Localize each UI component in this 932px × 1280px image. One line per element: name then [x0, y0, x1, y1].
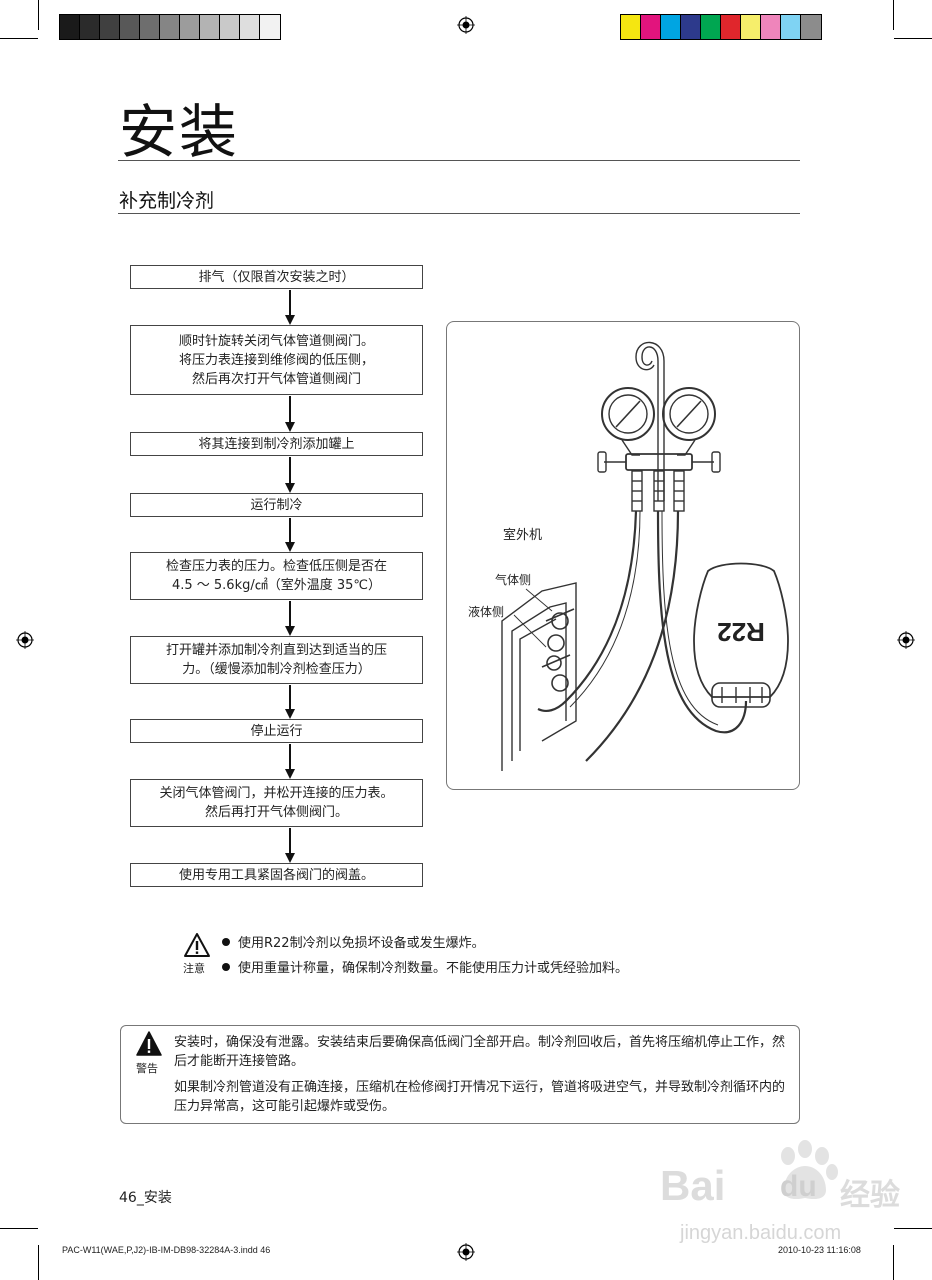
grayscale-calibration-bar [59, 14, 281, 40]
section-rule [118, 213, 800, 214]
watermark-brand: Bai [660, 1162, 726, 1209]
caution-item-text: 使用重量计称量，确保制冷剂数量。不能使用压力计或凭经验加料。 [238, 961, 629, 976]
print-timestamp: 2010-10-23 11:16:08 [778, 1245, 861, 1255]
caution-item: 使用重量计称量，确保制冷剂数量。不能使用压力计或凭经验加料。 [222, 960, 628, 978]
page-number: 46_安装 [119, 1190, 172, 1206]
flow-step-text: 使用专用工具紧固各阀门的阀盖。 [178, 867, 374, 883]
baidu-watermark: Bai du 经验 jingyan.baidu.com [660, 1140, 920, 1260]
flow-step-text: 检查压力表的压力。检查低压侧是否在 [165, 559, 387, 574]
page-title: 安装 [119, 98, 240, 166]
calibration-swatch [701, 15, 721, 39]
liquid-side-label: 液体侧 [468, 605, 505, 619]
tank-label: R22 [717, 617, 765, 647]
file-slug: PAC-W11(WAE,P,J2)-IB-IM-DB98-32284A-3.in… [62, 1245, 271, 1255]
calibration-swatch [721, 15, 741, 39]
calibration-swatch [761, 15, 781, 39]
flow-step: 打开罐并添加制冷剂直到达到适当的压 力。（缓慢添加制冷剂检查压力） [130, 636, 423, 684]
flow-step: 关闭气体管阀门，并松开连接的压力表。 然后再打开气体侧阀门。 [130, 779, 423, 827]
caution-triangle-icon [184, 933, 210, 957]
flow-step-text: 关闭气体管阀门，并松开连接的压力表。 [159, 786, 394, 801]
warning-paragraph: 安装时，确保没有泄露。安装结束后要确保高低阀门全部开启。制冷剂回收后，首先将压缩… [174, 1035, 786, 1069]
calibration-swatch [621, 15, 641, 39]
calibration-swatch [80, 15, 100, 39]
flow-arrow [285, 685, 295, 719]
calibration-swatch [60, 15, 80, 39]
flow-step-text: 排气（仅限首次安装之时） [198, 269, 355, 285]
flow-arrow [285, 601, 295, 636]
calibration-swatch [781, 15, 801, 39]
manifold-gauge-illustration [446, 321, 800, 790]
flow-arrow [285, 457, 295, 493]
refrigerant-charging-drawing: R22 [501, 341, 789, 771]
flow-arrow [285, 518, 295, 552]
flow-step: 排气（仅限首次安装之时） [130, 265, 423, 289]
flow-step-text: 力。（缓慢添加制冷剂检查压力） [182, 662, 371, 677]
caution-label: 注意 [183, 962, 205, 975]
flow-step-text: 将压力表连接到维修阀的低压侧， [178, 352, 374, 368]
title-rule [118, 160, 800, 161]
calibration-swatch [160, 15, 180, 39]
warning-box [120, 1025, 800, 1124]
flow-step-text: 顺时针旋转关闭气体管道侧阀门。 [178, 333, 374, 349]
registration-mark-bottom [457, 1243, 475, 1261]
watermark-brand-du: du [780, 1170, 817, 1203]
calibration-swatch [661, 15, 681, 39]
caution-item: 使用R22制冷剂以免损坏设备或发生爆炸。 [222, 935, 485, 953]
flow-step-text: 然后再打开气体侧阀门。 [204, 805, 348, 820]
calibration-swatch [741, 15, 761, 39]
caution-item-text: 使用R22制冷剂以免损坏设备或发生爆炸。 [238, 936, 485, 951]
calibration-swatch [120, 15, 140, 39]
bullet-icon [222, 938, 230, 946]
flow-step: 顺时针旋转关闭气体管道侧阀门。 将压力表连接到维修阀的低压侧， 然后再次打开气体… [130, 325, 423, 395]
outdoor-unit-label: 室外机 [503, 528, 543, 543]
watermark-brand-cn: 经验 [840, 1179, 900, 1212]
calibration-swatch [681, 15, 701, 39]
calibration-swatch [240, 15, 260, 39]
flow-step-text: 4.5 ～ 5.6kg/㎠（室外温度 35℃） [171, 578, 382, 593]
flow-arrow [285, 290, 295, 325]
calibration-swatch [180, 15, 200, 39]
flow-step: 运行制冷 [130, 493, 423, 517]
registration-mark-left [16, 631, 34, 649]
flow-step-text: 停止运行 [250, 723, 303, 739]
flow-step-text: 将其连接到制冷剂添加罐上 [198, 436, 355, 452]
calibration-swatch [100, 15, 120, 39]
flow-step: 使用专用工具紧固各阀门的阀盖。 [130, 863, 423, 887]
calibration-swatch [220, 15, 240, 39]
calibration-swatch [641, 15, 661, 39]
flow-step: 检查压力表的压力。检查低压侧是否在 4.5 ～ 5.6kg/㎠（室外温度 35℃… [130, 552, 423, 600]
calibration-swatch [801, 15, 821, 39]
flow-step: 将其连接到制冷剂添加罐上 [130, 432, 423, 456]
calibration-swatch [140, 15, 160, 39]
warning-triangle-icon [136, 1031, 162, 1056]
calibration-swatch [260, 15, 280, 39]
warning-label: 警告 [136, 1062, 158, 1075]
bullet-icon [222, 963, 230, 971]
flow-step-text: 然后再次打开气体管道侧阀门 [191, 371, 361, 387]
registration-mark-right [897, 631, 915, 649]
registration-mark-top [457, 16, 475, 34]
warning-paragraph: 如果制冷剂管道没有正确连接，压缩机在检修阀打开情况下运行，管道将吸进空气，并导致… [174, 1080, 786, 1114]
watermark-url: jingyan.baidu.com [680, 1222, 842, 1244]
section-title: 补充制冷剂 [119, 190, 215, 212]
calibration-swatch [200, 15, 220, 39]
gas-side-label: 气体侧 [495, 573, 532, 587]
paw-icon [781, 1140, 838, 1200]
flow-step: 停止运行 [130, 719, 423, 743]
color-calibration-bar [620, 14, 822, 40]
flow-step-text: 打开罐并添加制冷剂直到达到适当的压 [165, 643, 387, 658]
flow-arrow [285, 828, 295, 863]
flow-step-text: 运行制冷 [250, 497, 303, 513]
flow-arrow [285, 744, 295, 779]
flow-arrow [285, 396, 295, 432]
